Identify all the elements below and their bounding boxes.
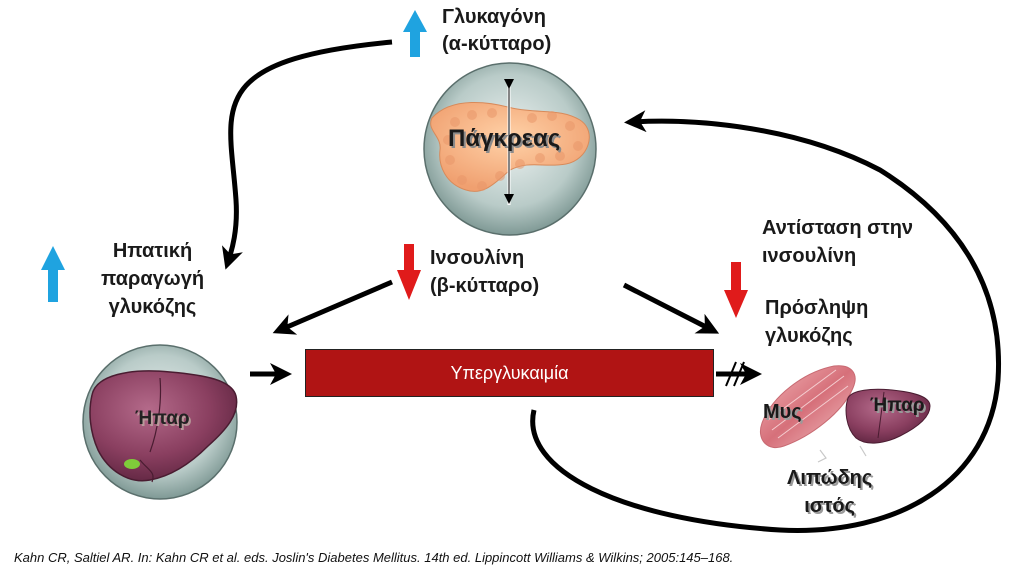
glucagon-up-arrow [403, 10, 427, 57]
pancreas-label: Πάγκρεας [448, 125, 561, 152]
hepatic-label-line2: παραγωγή [100, 268, 205, 290]
hepatic-label-line3: γλυκόζης [108, 296, 197, 318]
uptake-down-arrow [724, 262, 748, 318]
glucagon-label: Γλυκαγόνη (α-κύτταρο) [442, 4, 551, 58]
resistance-label-line2: ινσουλίνη [762, 245, 857, 267]
hepatic-production-label: Ηπατική παραγωγή γλυκόζης [80, 237, 225, 321]
insulin-down-arrow [397, 244, 421, 300]
muscle-label: Μυς [763, 401, 802, 423]
uptake-label-line1: Πρόσληψη [765, 297, 869, 319]
arrow-glucagon-to-liver [221, 39, 393, 270]
insulin-label-line2: (β-κύτταρο) [430, 275, 540, 297]
muscle-illustration [760, 365, 856, 448]
fat-tissue-hint [817, 445, 867, 463]
pancreas-illustration [423, 62, 597, 236]
hepatic-label-line1: Ηπατική [112, 240, 193, 262]
glucose-uptake-label: Πρόσληψη γλυκόζης [765, 294, 868, 350]
insulin-resistance-label: Αντίσταση στην ινσουλίνη [762, 214, 913, 270]
small-liver-illustration [845, 388, 931, 444]
fat-label-line1: Λιπώδης [787, 467, 873, 489]
small-liver-label: Ήπαρ [870, 395, 925, 416]
adipose-tissue-label: Λιπώδης ιστός [787, 464, 872, 520]
insulin-label: Ινσουλίνη (β-κύτταρο) [430, 244, 539, 300]
arrow-insulin-to-uptake [622, 282, 720, 334]
uptake-label-line2: γλυκόζης [765, 325, 853, 347]
feedback-loop-arrow [530, 110, 1002, 533]
glucagon-label-line2: (α-κύτταρο) [442, 33, 552, 55]
citation: Kahn CR, Saltiel AR. In: Kahn CR et al. … [14, 550, 734, 565]
hyperglycemia-box: Υπεργλυκαιμία [305, 349, 714, 397]
fat-label-line2: ιστός [804, 495, 856, 517]
hepatic-up-arrow [41, 246, 65, 302]
hyperglycemia-label: Υπεργλυκαιμία [450, 362, 569, 383]
insulin-label-line1: Ινσουλίνη [430, 247, 525, 269]
blocked-mark [725, 361, 745, 387]
liver-label: Ήπαρ [135, 408, 190, 429]
liver-illustration [82, 344, 238, 500]
resistance-label-line1: Αντίσταση στην [762, 217, 914, 239]
glucagon-label-line1: Γλυκαγόνη [442, 6, 546, 28]
arrow-insulin-to-liver [272, 279, 393, 335]
